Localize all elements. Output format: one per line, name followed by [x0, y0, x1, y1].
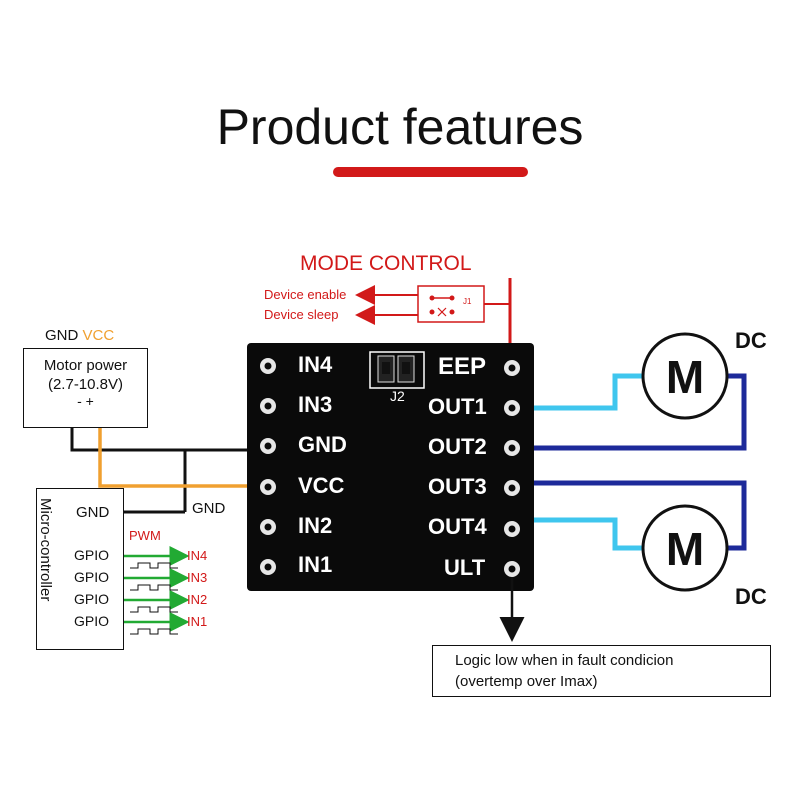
pin-label-eep: EEP	[438, 353, 487, 380]
input-label-in2: IN2	[187, 592, 208, 607]
motor-power-title: Motor power	[43, 357, 128, 374]
input-label-in4: IN4	[187, 548, 208, 563]
gpio-label-2: GPIO	[74, 569, 110, 585]
motor-power-polarity: - +	[77, 393, 94, 409]
j2-label: J2	[390, 388, 405, 404]
gpio-label-4: GPIO	[74, 613, 110, 629]
fault-note-line2: (overtemp over Imax)	[455, 673, 598, 690]
input-label-in3: IN3	[187, 570, 208, 585]
pin-label-out2: OUT2	[428, 434, 487, 459]
gpio-label-3: GPIO	[74, 591, 110, 607]
gpio-arrows	[124, 546, 190, 635]
mode-control-label: MODE CONTROL	[300, 252, 472, 275]
motor-wiring	[534, 373, 747, 551]
motor-2-icon	[641, 504, 729, 592]
power-gnd-label: GND	[45, 327, 79, 344]
pin-label-ult: ULT	[444, 555, 486, 580]
motor-1-icon	[641, 332, 729, 420]
motor-1-symbol: M	[665, 351, 705, 403]
driver-board	[247, 343, 534, 591]
pin-label-out1: OUT1	[428, 394, 487, 419]
j1-jumper-box	[417, 285, 485, 323]
pin-label-in2: IN2	[298, 513, 333, 538]
motor-power-range: (2.7-10.8V)	[47, 376, 124, 393]
power-vcc-label: VCC	[82, 327, 115, 344]
pin-label-in3: IN3	[298, 392, 333, 417]
device-enable-label: Device enable	[264, 287, 347, 302]
fault-note-box: Logic low when in fault condicion (overt…	[432, 645, 771, 697]
page-title: Product features	[216, 99, 584, 155]
motor-2-type: DC	[735, 584, 767, 609]
power-wiring	[70, 428, 247, 514]
pin-label-out4: OUT4	[428, 514, 487, 539]
pin-label-out3: OUT3	[428, 474, 487, 499]
gpio-label-1: GPIO	[74, 547, 110, 563]
pin-label-in4: IN4	[298, 352, 333, 377]
pin-label-vcc: VCC	[298, 473, 345, 498]
device-sleep-label: Device sleep	[264, 307, 339, 322]
ground-wire-label: GND	[192, 500, 226, 517]
pin-label-in1: IN1	[298, 552, 333, 577]
pin-label-gnd: GND	[298, 432, 347, 457]
board-left-pads	[260, 358, 276, 575]
j1-label: J1	[463, 297, 472, 306]
j2-jumper	[369, 351, 425, 389]
mcu-gnd-label: GND	[76, 504, 110, 521]
motor-power-box: Motor power (2.7-10.8V) - +	[23, 348, 148, 428]
title-underline	[333, 167, 528, 177]
microcontroller-box	[36, 488, 124, 650]
motor-1-type: DC	[735, 328, 767, 353]
motor-2-symbol: M	[665, 523, 705, 575]
fault-note-line1: Logic low when in fault condicion	[455, 652, 674, 669]
board-right-pads	[504, 360, 520, 577]
pwm-label: PWM	[129, 528, 161, 543]
input-label-in1: IN1	[187, 614, 208, 629]
microcontroller-label: Micro-controller	[37, 498, 54, 602]
mode-control-wiring	[355, 278, 525, 378]
